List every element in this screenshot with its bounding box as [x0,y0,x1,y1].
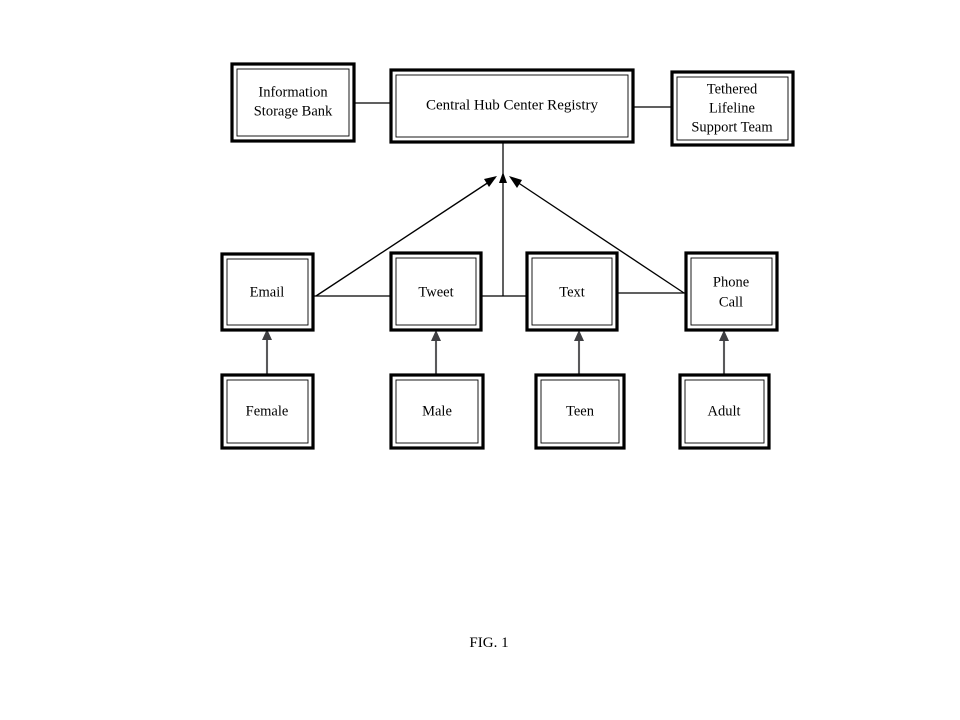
text-inner-border [531,257,613,326]
information-storage-bank-label-line2: Storage Bank [254,103,333,119]
arrowhead-teen-to-text [574,330,584,341]
information-storage-bank-inner-border [236,68,350,137]
email-inner-border [226,258,309,326]
tethered-lifeline-label-line2: Lifeline [709,100,755,116]
central-hub-box[interactable] [389,68,635,144]
node-female[interactable]: Female [220,373,315,450]
node-text[interactable]: Text [525,251,619,332]
tethered-lifeline-label-line1: Tethered [707,81,758,97]
adult-inner-border [684,379,765,444]
information-storage-bank-box[interactable] [230,62,356,143]
tethered-lifeline-inner-border [676,76,789,141]
node-email[interactable]: Email [220,252,315,332]
tweet-inner-border [395,257,477,326]
arrowhead-right-diagonal [509,176,522,188]
teen-box[interactable] [534,373,626,450]
arrowhead-left-diagonal [484,176,497,187]
phone-call-label-line2: Call [719,294,743,310]
female-inner-border [226,379,309,444]
tweet-label: Tweet [418,284,453,300]
arrow-email-link-to-hub [315,177,496,297]
male-box[interactable] [389,373,485,450]
text-label: Text [559,284,585,300]
node-central-hub-center-registry[interactable]: Central Hub Center Registry [389,68,635,144]
tethered-lifeline-label-line3: Support Team [691,119,773,135]
male-label: Male [422,403,452,419]
text-box[interactable] [525,251,619,332]
tethered-lifeline-box[interactable] [670,70,795,147]
arrowhead-center-vertical [499,172,507,183]
phone-call-inner-border [690,257,773,326]
adult-box[interactable] [678,373,771,450]
teen-label: Teen [566,403,595,419]
central-hub-label: Central Hub Center Registry [426,97,599,113]
node-tethered-lifeline-support-team[interactable]: Tethered Lifeline Support Team [670,70,795,147]
male-inner-border [395,379,479,444]
arrowhead-adult-to-phonecall [719,330,729,341]
node-adult[interactable]: Adult [678,373,771,450]
arrowhead-male-to-tweet [431,330,441,341]
phone-call-label-line1: Phone [713,274,749,290]
female-box[interactable] [220,373,315,450]
female-label: Female [246,403,289,419]
node-tweet[interactable]: Tweet [389,251,483,332]
node-information-storage-bank[interactable]: Information Storage Bank [230,62,356,143]
arrowhead-female-to-email [262,329,272,340]
node-phone-call[interactable]: Phone Call [684,251,779,332]
phone-call-box[interactable] [684,251,779,332]
node-male[interactable]: Male [389,373,485,450]
email-box[interactable] [220,252,315,332]
information-storage-bank-label-line1: Information [258,84,328,100]
tweet-box[interactable] [389,251,483,332]
central-hub-inner-border [395,74,629,138]
node-teen[interactable]: Teen [534,373,626,450]
connector-layer [262,102,729,375]
arrow-text-link-to-hub [510,177,685,294]
figure-caption: FIG. 1 [469,635,508,651]
teen-inner-border [540,379,620,444]
email-label: Email [250,284,285,300]
adult-label: Adult [707,403,740,419]
